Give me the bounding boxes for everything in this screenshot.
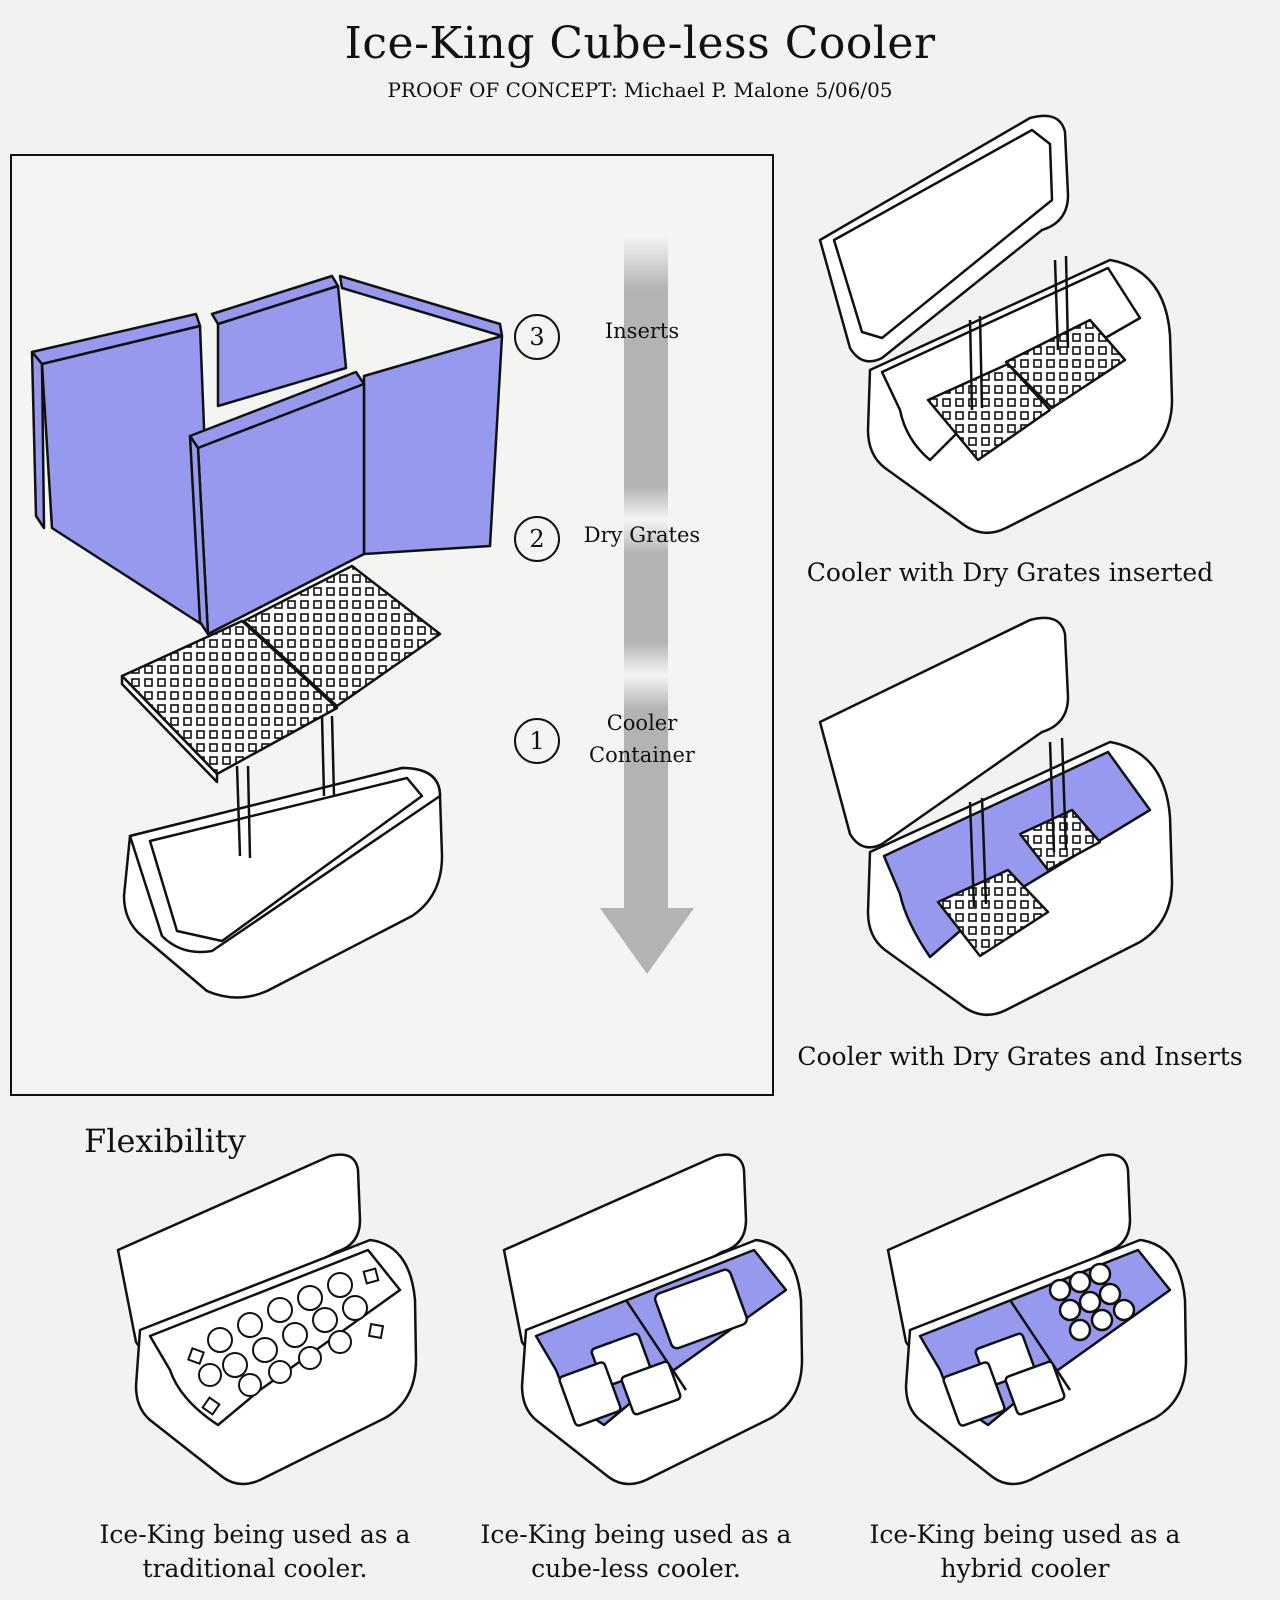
- exploded-assembly-panel: 3 Inserts 2 Dry Grates 1 Cooler Containe…: [10, 154, 774, 1096]
- step-2-label: Dry Grates: [583, 523, 701, 547]
- hybrid-cooler-illustration: [886, 1153, 1188, 1486]
- flexibility-heading: Flexibility: [84, 1122, 246, 1160]
- step-1-label: Cooler Container: [589, 711, 695, 767]
- exploded-assembly-illustration: [30, 236, 694, 999]
- caption-grates-and-inserts: Cooler with Dry Grates and Inserts: [797, 1042, 1243, 1071]
- step-3-label: Inserts: [604, 319, 680, 343]
- caption-cubeless-cooler: Ice-King being used as a cube-less coole…: [480, 1520, 792, 1583]
- assembly-order-arrow: [600, 236, 694, 974]
- cooler-with-grates-illustration: [818, 114, 1174, 535]
- page-title: Ice-King Cube-less Cooler: [344, 18, 936, 69]
- caption-hybrid-cooler: Ice-King being used as a hybrid cooler: [869, 1520, 1181, 1583]
- caption-grates-inserted: Cooler with Dry Grates inserted: [806, 558, 1214, 587]
- caption-traditional-cooler: Ice-King being used as a traditional coo…: [99, 1520, 411, 1583]
- cubeless-cooler-illustration: [502, 1153, 804, 1486]
- inserts-drawing: [30, 274, 504, 636]
- cooler-with-grates-and-inserts-illustration: [818, 616, 1174, 1017]
- traditional-cooler-illustration: [116, 1153, 418, 1486]
- step-3-badge: 3: [514, 314, 560, 360]
- page-subtitle: PROOF OF CONCEPT: Michael P. Malone 5/06…: [387, 78, 893, 102]
- step-2-badge: 2: [514, 516, 560, 562]
- cooler-container-drawing: [122, 715, 444, 999]
- dry-grates-drawing: [120, 564, 442, 784]
- step-1-badge: 1: [514, 718, 560, 764]
